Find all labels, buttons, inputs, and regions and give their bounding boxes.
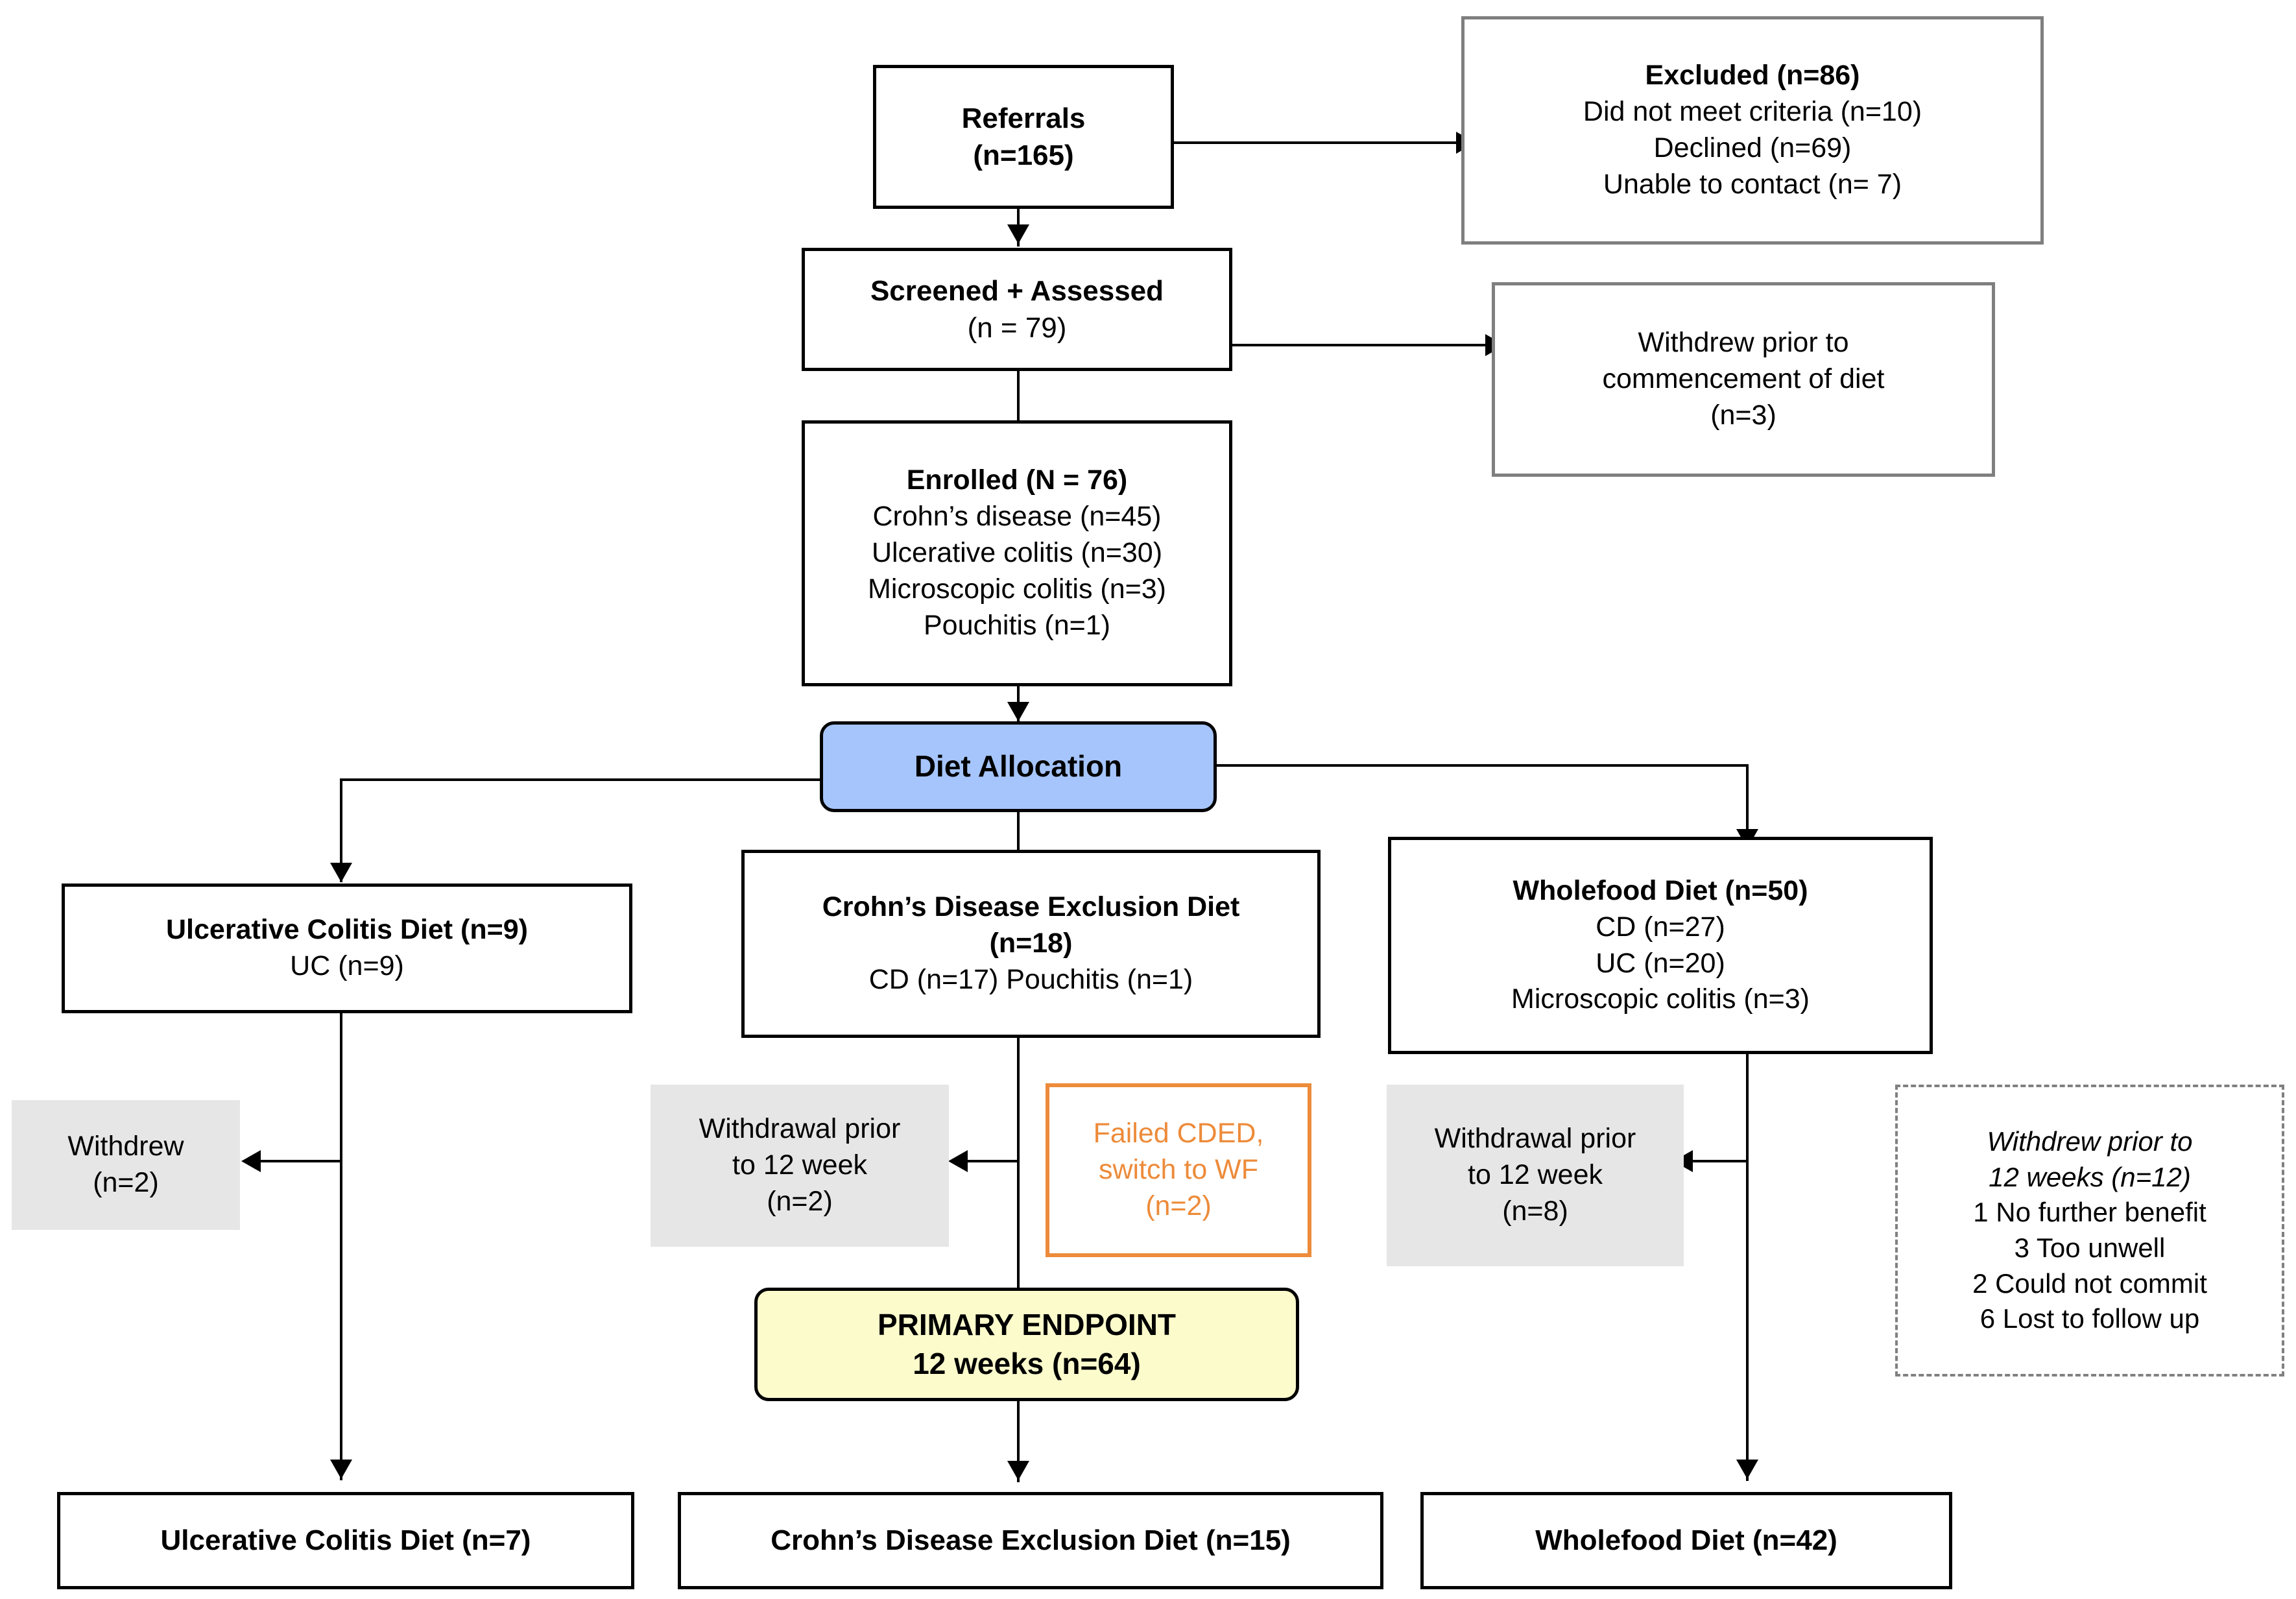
connector-screened-to-withdrew <box>1232 344 1492 346</box>
wf-reasons-item-1: 3 Too unwell <box>2014 1232 2166 1263</box>
connector-allocation-right <box>1217 764 1749 767</box>
wf-withdrawal-line3: (n=8) <box>1502 1195 1568 1227</box>
arrowhead-referrals-to-screened <box>1007 224 1029 244</box>
wf-reasons-heading-line1: Withdrew prior to <box>1987 1126 2193 1157</box>
cded-breakdown-0: CD (n=17) Pouchitis (n=1) <box>868 963 1193 995</box>
cded-failed-line2: switch to WF <box>1098 1154 1259 1186</box>
connector-uc-withdrew <box>259 1160 341 1162</box>
enrolled-title: Enrolled (N = 76) <box>906 464 1128 496</box>
connector-allocation-left-drop <box>340 778 342 882</box>
primary-endpoint-line1: PRIMARY ENDPOINT <box>877 1307 1177 1341</box>
node-final-uc-diet[interactable]: Ulcerative Colitis Diet (n=7) <box>57 1492 634 1589</box>
node-final-cded-diet[interactable]: Crohn’s Disease Exclusion Diet (n=15) <box>678 1492 1383 1589</box>
arrowhead-uc-withdrew <box>241 1150 261 1172</box>
uc-diet-breakdown-0: UC (n=9) <box>290 950 404 981</box>
enrolled-breakdown-3: Pouchitis (n=1) <box>923 609 1110 641</box>
cded-withdrawal-line2: to 12 week <box>732 1149 867 1181</box>
wf-withdrawal-line1: Withdrawal prior <box>1434 1123 1636 1155</box>
arrowhead-endpoint-to-final-cded <box>1007 1461 1029 1480</box>
wf-reasons-item-2: 2 Could not commit <box>1972 1268 2207 1299</box>
node-screened-assessed[interactable]: Screened + Assessed (n = 79) <box>802 248 1232 371</box>
arrowhead-wholefood-to-final <box>1736 1460 1758 1479</box>
final-wf-title: Wholefood Diet (n=42) <box>1535 1524 1837 1557</box>
node-wf-withdrawal-reasons[interactable]: Withdrew prior to 12 weeks (n=12) 1 No f… <box>1895 1085 2284 1377</box>
node-cded-diet[interactable]: Crohn’s Disease Exclusion Diet (n=18) CD… <box>741 850 1321 1038</box>
excluded-title: Excluded (n=86) <box>1645 60 1860 91</box>
node-diet-allocation[interactable]: Diet Allocation <box>820 721 1217 812</box>
arrowhead-enrolled-to-allocation <box>1007 702 1029 721</box>
connector-allocation-center <box>1017 811 1020 882</box>
withdrew-pre-diet-line2: commencement of diet <box>1602 363 1885 395</box>
enrolled-breakdown-2: Microscopic colitis (n=3) <box>868 573 1166 605</box>
withdrew-pre-diet-line1: Withdrew prior to <box>1638 327 1849 359</box>
node-cded-failed-switch[interactable]: Failed CDED, switch to WF (n=2) <box>1046 1083 1311 1257</box>
wholefood-breakdown-0: CD (n=27) <box>1596 911 1725 943</box>
node-withdrew-pre-diet[interactable]: Withdrew prior to commencement of diet (… <box>1492 282 1995 477</box>
wf-reasons-item-3: 6 Lost to follow up <box>1979 1303 2200 1334</box>
node-cded-withdrawal[interactable]: Withdrawal prior to 12 week (n=2) <box>651 1085 949 1247</box>
excluded-reason-2: Unable to contact (n= 7) <box>1603 168 1902 200</box>
primary-endpoint-line2: 12 weeks (n=64) <box>913 1346 1141 1380</box>
node-referrals[interactable]: Referrals (n=165) <box>873 65 1174 209</box>
connector-cded-trunk <box>1017 1038 1020 1278</box>
node-uc-withdrew[interactable]: Withdrew (n=2) <box>12 1100 240 1230</box>
cded-failed-line3: (n=2) <box>1145 1190 1212 1221</box>
node-final-wholefood-diet[interactable]: Wholefood Diet (n=42) <box>1420 1492 1952 1589</box>
enrolled-breakdown-1: Ulcerative colitis (n=30) <box>871 537 1163 569</box>
arrowhead-uc-to-final <box>330 1460 352 1479</box>
wf-reasons-heading-line2: 12 weeks (n=12) <box>1989 1161 2191 1192</box>
arrowhead-cded-withdrawal <box>948 1150 968 1172</box>
connector-screened-to-enrolled <box>1017 370 1020 441</box>
cded-title-line1: Crohn’s Disease Exclusion Diet <box>822 891 1240 923</box>
referrals-title: Referrals <box>961 102 1086 134</box>
connector-endpoint-to-final-cded <box>1017 1398 1020 1482</box>
cded-withdrawal-line3: (n=2) <box>767 1185 833 1217</box>
final-uc-title: Ulcerative Colitis Diet (n=7) <box>160 1524 531 1557</box>
connector-uc-diet-trunk <box>340 1013 342 1480</box>
excluded-reason-1: Declined (n=69) <box>1653 132 1852 163</box>
connector-wf-withdrawal <box>1692 1160 1749 1162</box>
node-wf-withdrawal[interactable]: Withdrawal prior to 12 week (n=8) <box>1387 1085 1684 1266</box>
wf-withdrawal-line2: to 12 week <box>1468 1159 1603 1191</box>
enrolled-breakdown-0: Crohn’s disease (n=45) <box>872 501 1162 533</box>
connector-referrals-to-excluded <box>1174 141 1459 144</box>
node-enrolled[interactable]: Enrolled (N = 76) Crohn’s disease (n=45)… <box>802 420 1232 686</box>
connector-wholefood-trunk <box>1746 1054 1749 1481</box>
wholefood-breakdown-1: UC (n=20) <box>1596 947 1725 979</box>
referrals-count: (n=165) <box>973 139 1074 171</box>
screened-count: (n = 79) <box>967 312 1067 344</box>
connector-cded-to-endpoint <box>1017 1252 1020 1291</box>
uc-withdrew-line2: (n=2) <box>93 1167 159 1198</box>
uc-withdrew-line1: Withdrew <box>67 1131 184 1162</box>
wholefood-breakdown-2: Microscopic colitis (n=3) <box>1511 983 1810 1015</box>
uc-diet-title: Ulcerative Colitis Diet (n=9) <box>166 914 528 946</box>
cded-withdrawal-line1: Withdrawal prior <box>699 1113 901 1145</box>
cded-failed-line1: Failed CDED, <box>1093 1118 1264 1149</box>
node-uc-diet[interactable]: Ulcerative Colitis Diet (n=9) UC (n=9) <box>62 884 632 1013</box>
arrowhead-allocation-to-uc-diet <box>330 863 352 882</box>
wf-reasons-item-0: 1 No further benefit <box>1973 1197 2206 1228</box>
node-primary-endpoint[interactable]: PRIMARY ENDPOINT 12 weeks (n=64) <box>754 1288 1299 1401</box>
wholefood-title: Wholefood Diet (n=50) <box>1513 874 1808 906</box>
final-cded-title: Crohn’s Disease Exclusion Diet (n=15) <box>771 1524 1291 1557</box>
excluded-reason-0: Did not meet criteria (n=10) <box>1583 96 1922 128</box>
connector-allocation-right-drop <box>1746 764 1749 848</box>
node-excluded[interactable]: Excluded (n=86) Did not meet criteria (n… <box>1461 16 2044 245</box>
node-wholefood-diet[interactable]: Wholefood Diet (n=50) CD (n=27) UC (n=20… <box>1388 837 1933 1054</box>
diet-allocation-title: Diet Allocation <box>914 749 1123 784</box>
screened-title: Screened + Assessed <box>870 274 1164 307</box>
cded-title-line2: (n=18) <box>989 928 1073 959</box>
connector-cded-withdrawal <box>966 1160 1018 1162</box>
connector-allocation-left <box>340 778 820 781</box>
withdrew-pre-diet-line3: (n=3) <box>1710 399 1776 431</box>
